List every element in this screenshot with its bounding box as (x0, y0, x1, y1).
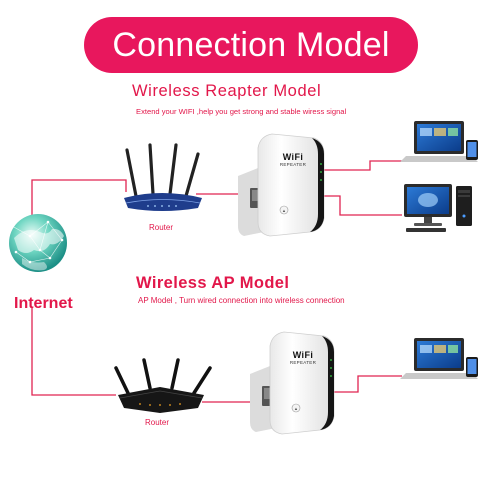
router-label-ap: Router (145, 418, 170, 427)
router-label-repeater: Router (149, 223, 174, 232)
device-logo-1: WiFi REPEATER (272, 152, 314, 167)
line-internet-to-router1 (31, 179, 127, 218)
device-logo-text: WiFi (282, 152, 304, 162)
line-repeater-to-laptop2 (332, 375, 402, 393)
title-banner: Connection Model (84, 17, 418, 73)
router-icon (114, 358, 212, 413)
device-sublabel: REPEATER (279, 162, 307, 167)
line-internet-to-router2 (31, 308, 116, 396)
desktop-computer-icon (404, 184, 472, 232)
internet-label: Internet (14, 295, 73, 312)
line-repeater-to-laptop (316, 160, 402, 171)
device-logo-text: WiFi (292, 350, 314, 360)
repeater-model-subtitle: Extend your WIFI ,help you get strong an… (136, 107, 347, 116)
laptop-icon (400, 338, 478, 379)
svg-text:▲: ▲ (282, 208, 286, 213)
ap-model-subtitle: AP Model , Turn wired connection into wi… (138, 296, 345, 305)
globe-icon (9, 214, 67, 272)
repeater-model-heading: Wireless Reapter Model (132, 82, 322, 100)
line-repeater-to-desktop (322, 195, 402, 216)
wifi-repeater-device: ▲ (250, 331, 335, 435)
laptop-icon (400, 121, 478, 162)
wifi-repeater-device: ▲ (238, 133, 325, 237)
connector-lines (31, 160, 402, 403)
ap-model-heading: Wireless AP Model (136, 274, 290, 292)
device-sublabel: REPEATER (289, 360, 317, 365)
page-title: Connection Model (112, 25, 390, 64)
device-logo-2: WiFi REPEATER (282, 350, 324, 365)
svg-text:▲: ▲ (294, 406, 298, 411)
router-icon (124, 143, 202, 211)
